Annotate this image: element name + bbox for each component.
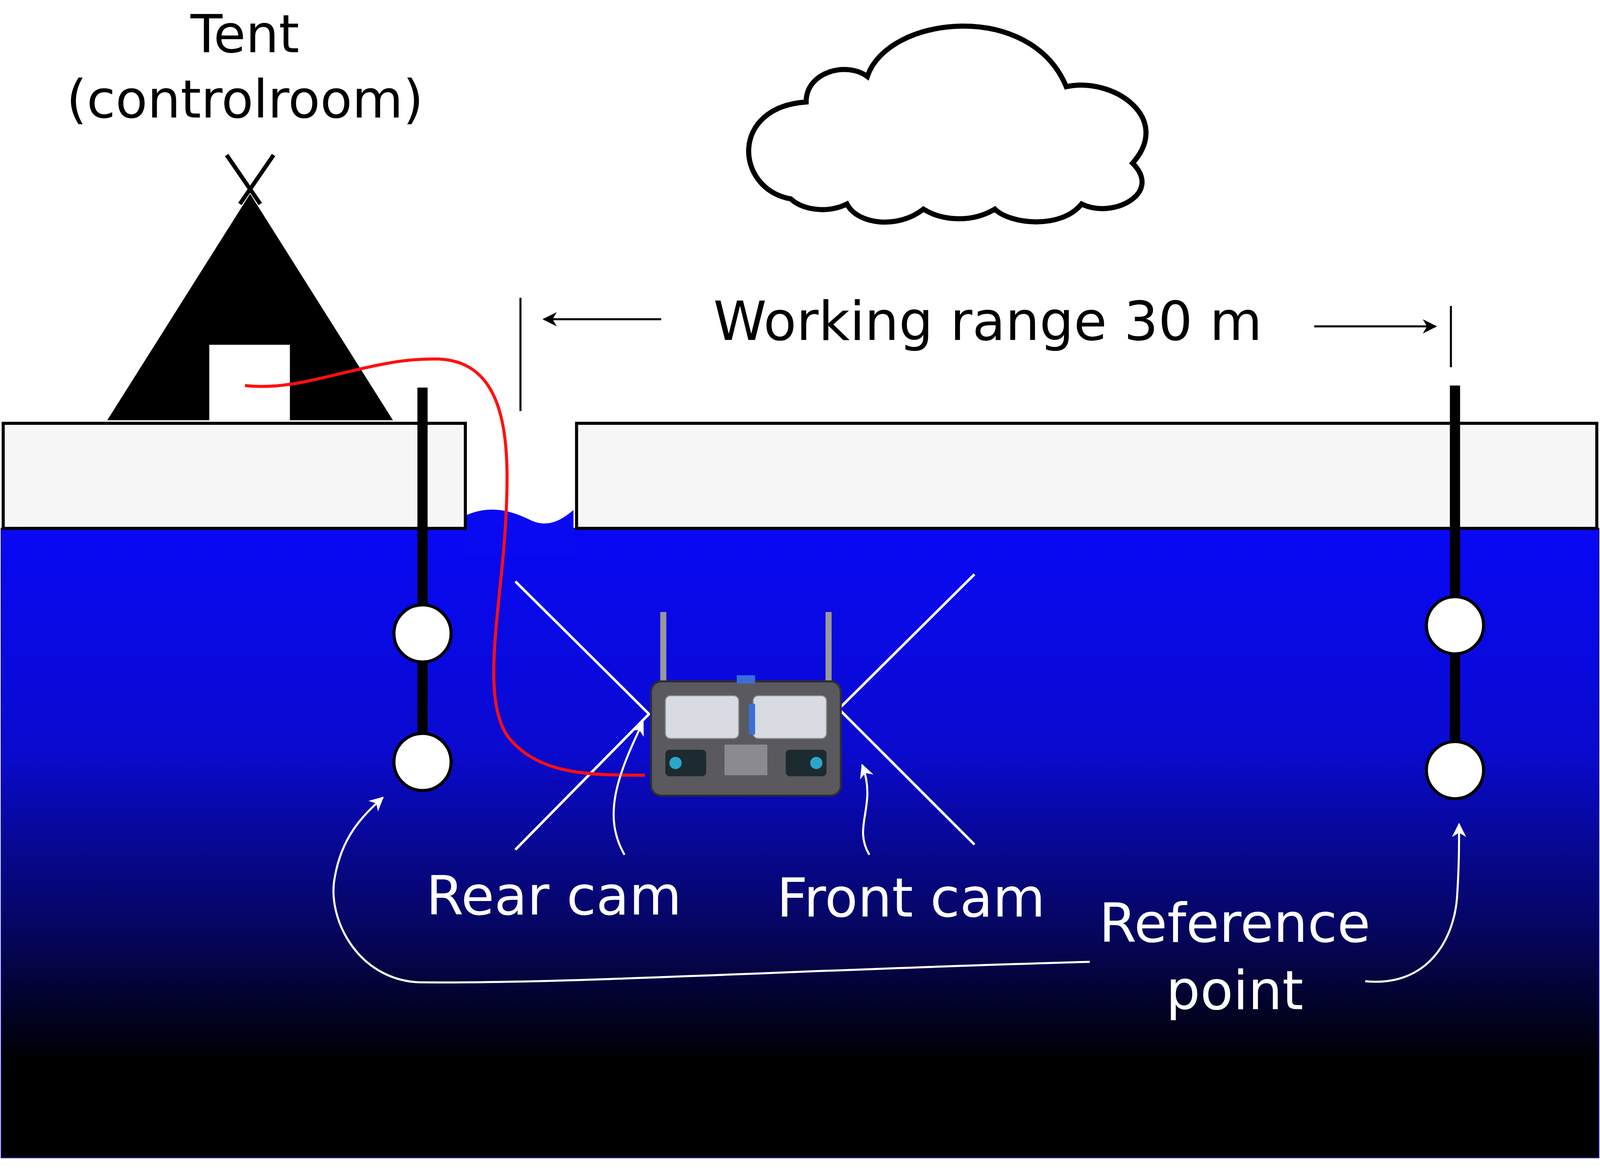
ice-right [576, 423, 1598, 529]
cloud [748, 26, 1146, 223]
leader-line [1365, 824, 1460, 983]
annotation-label: Working range 30 m [661, 287, 1315, 356]
reference-pole [417, 387, 428, 776]
leader-line [613, 722, 643, 856]
tent-label: Tent (controlroom) [10, 1, 480, 133]
rov [651, 612, 841, 796]
tether [244, 359, 645, 776]
reference-ball [393, 604, 452, 663]
dimension-tick [519, 297, 522, 412]
water [1, 528, 1599, 1158]
tent-pole [240, 155, 274, 205]
annotation-label: Rear cam [370, 862, 738, 930]
dimension-arrow [544, 318, 676, 321]
camera-view [515, 581, 649, 850]
reference-ball [1426, 596, 1484, 654]
leader-line [862, 765, 869, 856]
tent-door [209, 344, 290, 421]
ice-left [3, 423, 466, 529]
annotation-label: Reference point [1067, 889, 1403, 1025]
reference-pole [1449, 385, 1460, 776]
tent-node: Tent (controlroom) [10, 1, 480, 133]
reference-ball [1426, 741, 1484, 799]
reference-ball [393, 733, 452, 791]
annotation-label: Front cam [727, 864, 1095, 932]
dimension-arrow [1304, 325, 1436, 328]
camera-view [838, 574, 975, 845]
hole-water [466, 509, 574, 557]
dimension-tick [1449, 306, 1452, 368]
